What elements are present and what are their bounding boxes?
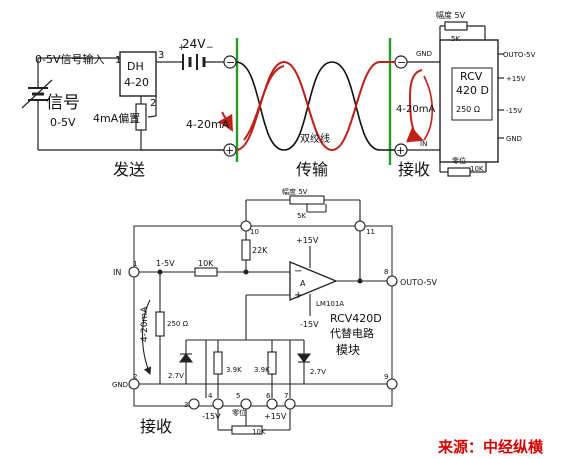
top-span-label: 幅度 5V [436,10,466,20]
opamp-node: A [300,279,306,288]
transmit-label: 传输 [296,160,328,179]
bottom-pin9: 9 [384,373,388,381]
offset-label: 4mA偏置 [93,111,140,125]
twisted-pair-label: 双绞线 [300,132,330,145]
rcv-resistor: 250 Ω [456,105,480,114]
top-out-label: OUTO-5V [503,51,536,59]
rcv-model-bottom: RCV420D [330,312,382,325]
r-22k-label: 22K [252,246,268,255]
bottom-pin4: 4 [208,392,213,400]
svg-text:−: − [206,43,214,53]
v1-5-label: 1-5V [156,259,175,268]
bottom-plus15: +15V [264,412,287,421]
bottom-gnd-label: GND [112,381,128,389]
svg-text:−: − [226,56,235,69]
bottom-pin6: 6 [266,392,271,400]
bottom-pin7: 7 [284,392,288,400]
receive-label-top: 接收 [398,160,430,179]
zener-right-label: 2.7V [310,368,326,376]
bottom-pin11: 11 [366,228,375,236]
top-circuit [21,21,504,177]
top-gnd2: GND [506,135,522,143]
input-range-label: 0-5V信号输入 [35,52,105,66]
bottom-minus15: -15V [202,412,221,421]
svg-text:+: + [396,144,405,157]
opamp-plus-sign: + [294,290,302,301]
r-39k-right-label: 3.9K [254,366,270,374]
loop-current-left-label: 4-20mA [186,118,230,131]
top-zero-label: 零位 [452,156,466,165]
top-pin3: 3 [158,50,164,61]
bottom-circuit [128,195,398,435]
r-10k-label: 10K [198,259,214,268]
bottom-zero-pot: 10K [252,428,266,436]
signal-label: 信号 [46,93,80,113]
top-minus15: -15V [506,107,522,115]
send-label: 发送 [113,160,145,179]
opamp-minus15: -15V [300,320,319,329]
bottom-pin1: 1 [133,260,137,268]
zener-left-label: 2.7V [168,372,184,380]
svg-text:+: + [225,144,234,157]
bottom-span-pot: 5K [297,212,306,220]
loop-current-label: 4-20mA [140,306,150,342]
module-label: 模块 [336,343,360,357]
r-250-label: 250 Ω [167,320,189,328]
top-pin1: 1 [115,55,121,66]
opamp-label: LM101A [316,300,344,308]
opamp-minus-sign: − [294,266,302,277]
top-in-label: IN [420,140,427,148]
bottom-pin3: 3 [184,401,188,409]
dh-module-type: 4-20 [124,76,149,89]
bottom-out-label: OUTO-5V [400,278,438,287]
top-gnd-label: GND [416,50,432,58]
source-label: 来源：中经纵横 [437,438,544,456]
bottom-pin2: 2 [133,373,137,381]
top-plus15: +15V [506,75,526,83]
rcv-name: RCV [460,70,483,83]
bottom-span-label: 幅度 5V [282,187,308,196]
signal-range-label: 0-5V [50,116,76,129]
top-circuit-terminal-marks: − + − + + − [178,43,406,157]
receive-label-bottom: 接收 [140,417,172,436]
loop-current-right-label: 4-20mA [396,104,435,115]
bottom-in-label: IN [113,268,121,277]
svg-text:+: + [178,43,186,53]
bottom-pin5: 5 [236,392,240,400]
top-zero-pot: 10K [470,165,484,173]
replace-circuit-label: 代替电路 [330,326,374,340]
opamp-plus15: +15V [296,236,319,245]
dh-module-name: DH [127,60,144,73]
bottom-pin8: 8 [384,268,388,276]
rcv-model-top: 420 D [456,84,489,97]
supply-24v-label: 24V [182,37,206,51]
svg-text:−: − [397,56,406,69]
bottom-pin10: 10 [250,228,259,236]
top-pin2: 2 [150,98,156,109]
top-span-pot: 5K [451,35,460,43]
r-39k-left-label: 3.9K [226,366,242,374]
bottom-zero-label: 零位 [232,408,246,417]
